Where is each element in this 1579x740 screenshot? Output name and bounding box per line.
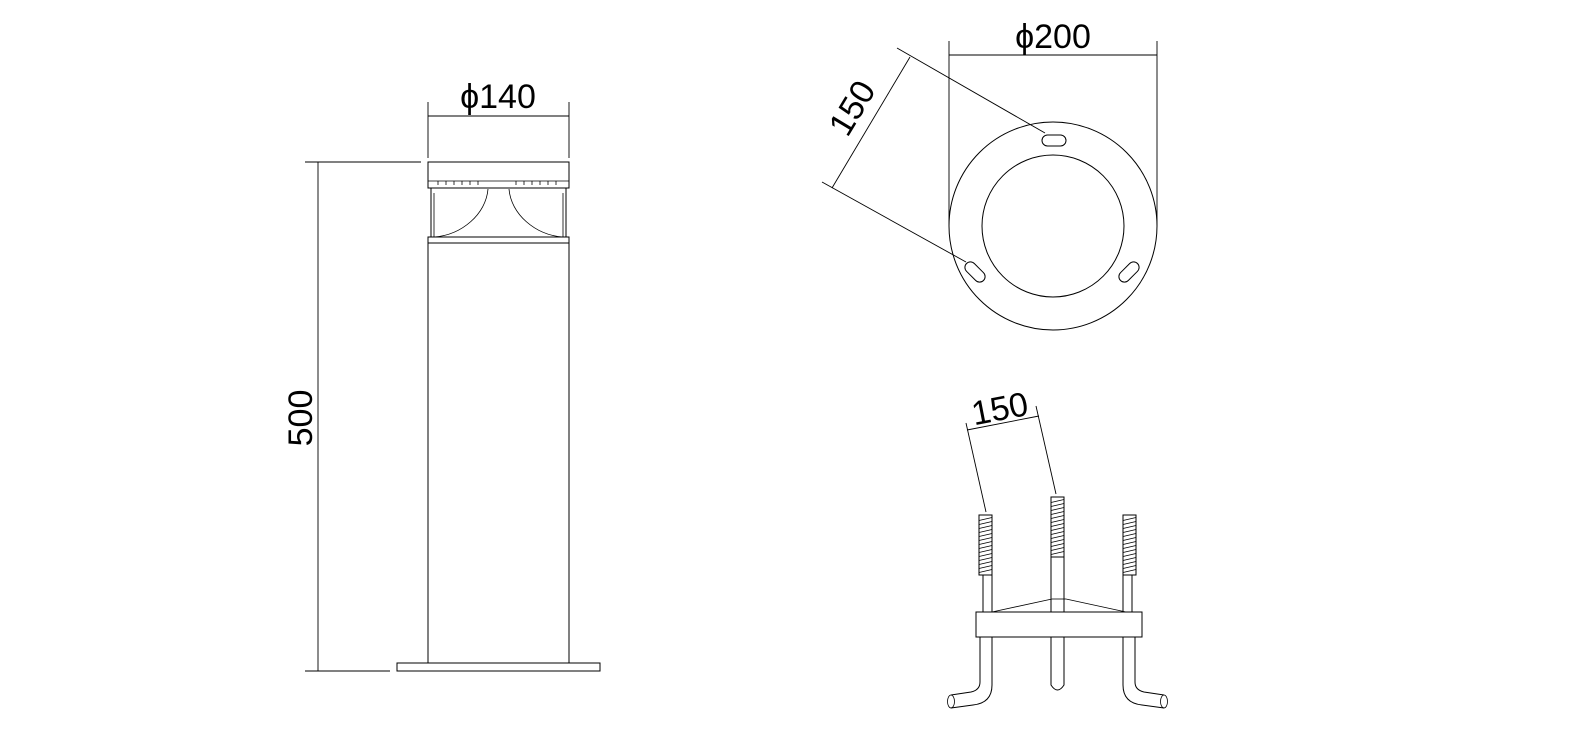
- bollard-elevation: [305, 102, 601, 672]
- diameter-200-dimension: [948, 41, 1158, 226]
- height-500-dimension: [305, 161, 421, 672]
- bolt-thread: [1122, 557, 1137, 561]
- bolt-thread: [978, 561, 993, 565]
- slot-spacing-150-dimension: [821, 47, 1046, 263]
- bolt-thread: [978, 541, 993, 545]
- bolt-thread: [1122, 549, 1137, 553]
- bolt-thread: [978, 569, 993, 573]
- bolt-thread: [1050, 511, 1065, 515]
- anchor-bolt-cage: [947, 405, 1168, 709]
- bolt-thread: [978, 525, 993, 529]
- bolt-thread: [978, 517, 993, 521]
- dimension-label-slot-spacing-150: 150: [822, 74, 884, 142]
- bollard-collar: [427, 236, 570, 244]
- bollard-body: [427, 242, 570, 664]
- dimension-label-diameter-140: ϕ140: [460, 78, 536, 116]
- bolt-thread: [1050, 499, 1065, 503]
- bolt-thread: [1050, 503, 1065, 507]
- bollard-head-cap: [427, 161, 570, 189]
- dimension-label-height-500: 500: [282, 390, 320, 447]
- bolt-thread: [978, 529, 993, 533]
- bolt-thread: [1050, 543, 1065, 547]
- bolt-thread: [1122, 529, 1137, 533]
- bolt-thread: [1050, 547, 1065, 551]
- bolt-thread: [1122, 525, 1137, 529]
- bolt-thread: [1122, 565, 1137, 569]
- bolt-thread: [1050, 519, 1065, 523]
- dimension-label-diameter-200: ϕ200: [1015, 18, 1091, 56]
- anchor-bolt-right: [1122, 514, 1168, 709]
- mounting-slot: [1118, 261, 1140, 283]
- bolt-thread: [1122, 517, 1137, 521]
- anchor-plate: [975, 611, 1143, 638]
- mounting-slot: [1041, 134, 1067, 147]
- bolt-thread: [1122, 537, 1137, 541]
- cap-vent-slots: [437, 181, 557, 185]
- bolt-thread: [1122, 521, 1137, 525]
- bolt-spacing-150-dimension: [965, 405, 1057, 513]
- bolt-thread: [1122, 545, 1137, 549]
- bollard-base-plate: [396, 662, 601, 672]
- bolt-thread: [1122, 561, 1137, 565]
- bolt-thread: [1050, 507, 1065, 511]
- bolt-thread: [978, 565, 993, 569]
- flange-top-view: [821, 41, 1158, 331]
- bolt-thread: [1050, 551, 1065, 555]
- bolt-thread: [978, 549, 993, 553]
- bolt-thread: [1050, 535, 1065, 539]
- anchor-bolt-left: [947, 514, 993, 709]
- diameter-140-dimension: [427, 102, 570, 158]
- flange-inner-circle: [981, 154, 1125, 298]
- bolt-thread: [978, 537, 993, 541]
- bolt-thread: [1122, 541, 1137, 545]
- anchor-bolt-middle: [1050, 496, 1065, 691]
- bolt-thread: [1122, 569, 1137, 573]
- flange-outer-circle: [948, 121, 1158, 331]
- dimension-label-bolt-spacing-150: 150: [968, 385, 1031, 433]
- bolt-thread: [978, 521, 993, 525]
- bolt-thread: [1050, 515, 1065, 519]
- bolt-thread: [978, 533, 993, 537]
- bolt-thread: [1050, 527, 1065, 531]
- bolt-thread: [1122, 553, 1137, 557]
- bolt-thread: [1122, 533, 1137, 537]
- bolt-thread: [978, 557, 993, 561]
- bolt-thread: [1050, 531, 1065, 535]
- mounting-slot: [964, 261, 986, 283]
- bolt-thread: [1050, 539, 1065, 543]
- bolt-thread: [978, 545, 993, 549]
- bollard-lens: [430, 188, 567, 238]
- bolt-thread: [1050, 523, 1065, 527]
- bolt-thread: [978, 553, 993, 557]
